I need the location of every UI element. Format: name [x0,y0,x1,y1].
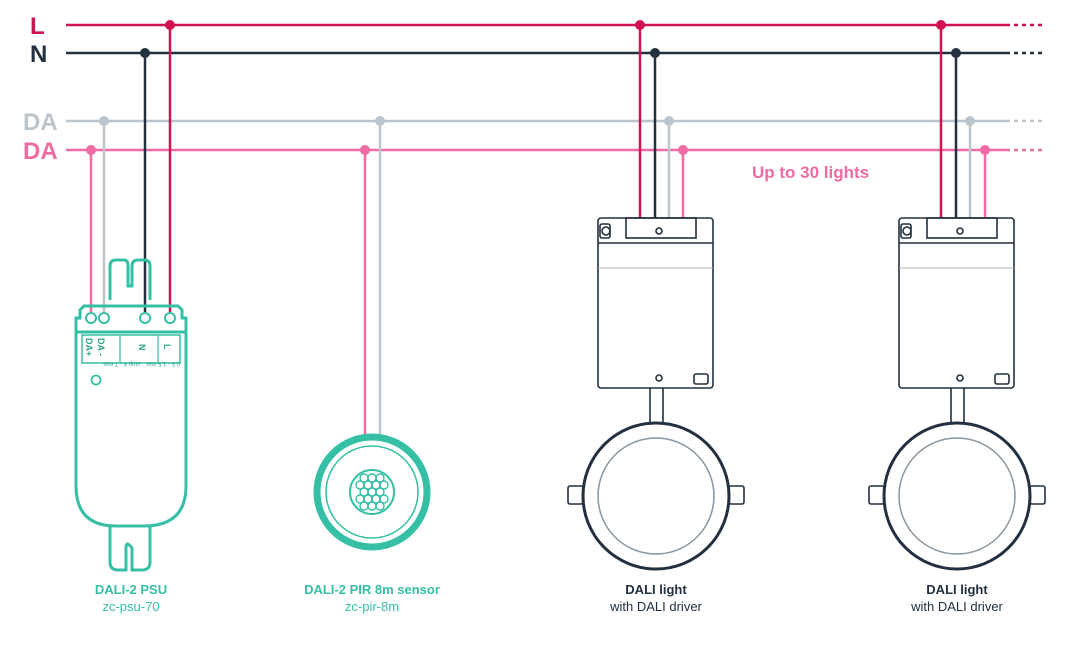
bus-label-live: L [30,13,45,40]
lens-facet [359,501,369,511]
light1-terminal-cover [625,217,697,239]
light1-top-screw-icon [655,227,663,235]
light2-terminal-cover [926,217,998,239]
light1-spring-clip-right [728,485,745,505]
junction-dot [86,145,96,155]
terminal-label-frame [81,334,181,364]
light2-downlight-outer [882,421,1032,571]
junction-dot [664,116,674,126]
sensor-model: zc-pir-8m [345,599,399,614]
lens-facet [379,480,389,490]
junction-dot [980,145,990,155]
sensor-outer-ring [313,433,431,551]
light1-bottom-clamp-icon [693,373,709,385]
junction-dot [375,116,385,126]
psu-model: zc-psu-70 [102,599,159,614]
psu-terminal-n: N [137,344,147,351]
terminal-screw [98,312,110,324]
junction-dot [360,145,370,155]
junction-dot [99,116,109,126]
junction-dot [965,116,975,126]
light1-title: DALI light [625,582,687,597]
lens-facet [355,494,365,504]
sensor-device [313,433,431,551]
psu-terminals [81,312,181,386]
drop-wires [89,25,987,437]
lens-facet [359,487,369,497]
light2-top-screw-icon [956,227,964,235]
light2-bottom-screw-icon [956,374,964,382]
lens-facet [375,501,385,511]
light-count-note: Up to 30 lights [752,163,869,182]
light2-subtitle: with DALI driver [910,599,1003,614]
light2-bottom-clamp-icon [994,373,1010,385]
light2-corner-screw-icon [902,226,912,236]
terminal-screw [164,312,176,324]
sensor-lens-icon [349,469,395,515]
junction-dot [635,20,645,30]
psu-terminal-block [74,304,188,332]
lens-facet [367,501,377,511]
junction-dot [650,48,660,58]
light2-clamp-icon [900,223,912,239]
psu-top-tab [108,258,152,300]
light1-spring-clip-left [567,485,584,505]
psu-bottom-tab [108,526,152,572]
bus-label-neutral: N [30,41,47,68]
light1-subtitle: with DALI driver [609,599,702,614]
junction-dot [140,48,150,58]
light1-bottom-screw-icon [655,374,663,382]
lens-facet [375,473,385,483]
sensor-title: DALI-2 PIR 8m sensor [304,582,440,597]
psu-title: DALI-2 PSU [95,582,167,597]
psu-terminal-da-minus: DA - [96,338,106,356]
psu-wire-spec: 0.5 - 1.5 mm [146,360,180,366]
light2-spring-clip-left [868,485,885,505]
lens-facet [355,480,365,490]
terminal-screw [139,312,151,324]
light2-spring-clip-right [1029,485,1046,505]
psu-terminal-l: L [162,344,172,350]
light1-downlight-outer [581,421,731,571]
terminal-screw [85,312,97,324]
psu-strip-spec: strip 6 - 7 mm [103,360,140,366]
light2-downlight-inner [898,437,1016,555]
junction-dot [951,48,961,58]
bus-lines [66,23,1046,152]
junction-dot [165,20,175,30]
light1-clamp-icon [599,223,611,239]
light2-title: DALI light [926,582,988,597]
light1-downlight-inner [597,437,715,555]
junction-dots [86,20,990,155]
sensor-lens-facets [355,473,389,511]
lens-facet [359,473,369,483]
junction-dot [678,145,688,155]
lens-facet [367,473,377,483]
light1-device [567,217,745,571]
bus-label-dali-minus: DA [23,109,58,136]
junction-dot [936,20,946,30]
light1-corner-screw-icon [601,226,611,236]
bus-label-dali-plus: DA [23,138,58,165]
psu-device [74,258,188,572]
light2-device [868,217,1046,571]
lens-facet [379,494,389,504]
psu-terminal-da-plus: DA+ [84,338,94,356]
psu-led-icon [90,374,102,386]
sensor-inner-ring [325,445,419,539]
psu-body [74,330,188,528]
lens-facet [375,487,385,497]
